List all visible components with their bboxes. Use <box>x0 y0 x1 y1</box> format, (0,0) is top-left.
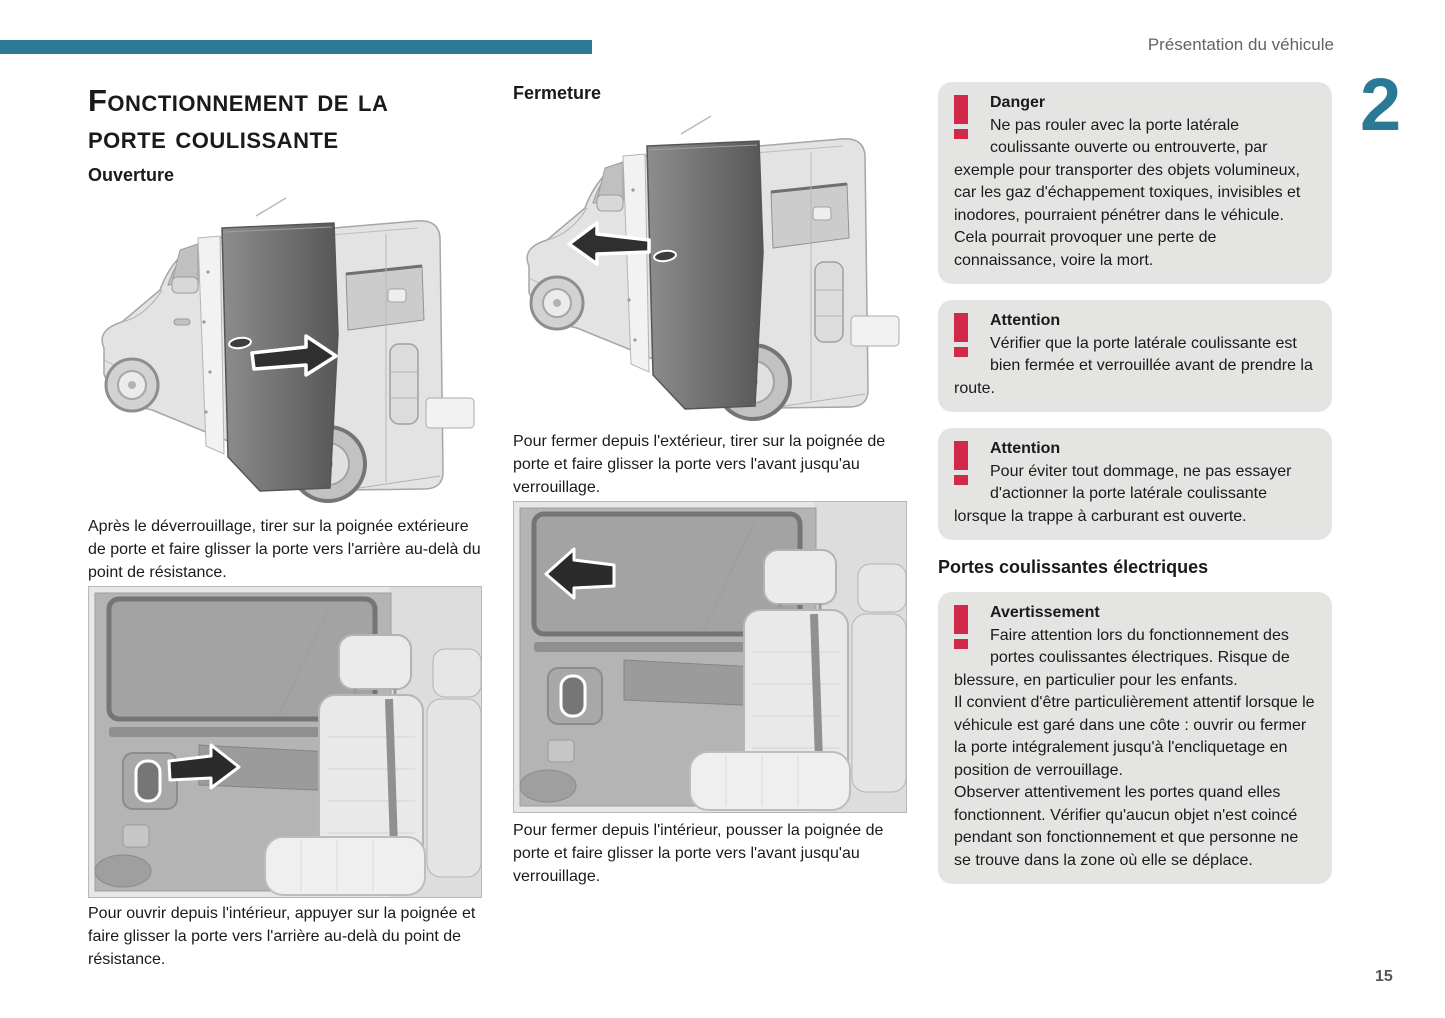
door-speaker <box>94 854 152 888</box>
side-mirror <box>596 194 624 212</box>
front-door-handle <box>173 318 191 326</box>
subsection-heading-portes-electriques: Portes coulissantes électriques <box>938 557 1209 577</box>
exclamation-icon <box>954 605 976 651</box>
page-title: Fonctionnement de la porte coulissante <box>88 83 389 155</box>
header-accent-bar <box>0 40 592 54</box>
warning-title: Attention <box>990 312 1061 329</box>
avertissement-box: Avertissement Faire attention lors du fo… <box>938 592 1332 884</box>
warning-title: Danger <box>990 94 1046 111</box>
exclamation-icon <box>954 441 976 487</box>
subsection-heading-fermeture: Fermeture <box>513 83 602 103</box>
arrow-to-front-icon <box>544 547 616 600</box>
sliding-door-panel <box>646 140 764 410</box>
warning-text: Vérifier que la porte latérale coulissan… <box>954 334 1313 397</box>
tail-light <box>389 343 419 425</box>
instruction-paragraph: Pour fermer depuis l'intérieur, pousser … <box>513 822 884 885</box>
sliding-door-handle <box>653 249 677 263</box>
attention-box-2: Attention Pour éviter tout dommage, ne p… <box>938 428 1332 540</box>
middle-column: Fermeture <box>513 82 907 888</box>
exclamation-icon <box>954 313 976 359</box>
seat-cushion <box>264 836 426 896</box>
warning-title: Attention <box>990 440 1061 457</box>
door-interior-opening-illustration <box>88 586 482 898</box>
seat-headrest <box>763 549 837 605</box>
van-exterior-closing-illustration <box>513 110 905 425</box>
warning-text: Ne pas rouler avec la porte latérale cou… <box>954 116 1301 269</box>
antenna-line <box>680 115 712 135</box>
sliding-door-handle <box>228 336 252 350</box>
van-exterior-opening-illustration <box>88 192 480 507</box>
side-mirror <box>171 276 199 294</box>
seat-cushion <box>689 751 851 811</box>
exclamation-icon <box>954 95 976 141</box>
warning-text: Faire attention lors du fonctionnement d… <box>954 626 1315 869</box>
page-number: 15 <box>1375 968 1393 985</box>
right-column: Danger Ne pas rouler avec la porte latér… <box>938 82 1332 900</box>
danger-box: Danger Ne pas rouler avec la porte latér… <box>938 82 1332 284</box>
seat-headrest <box>338 634 412 690</box>
attention-box-1: Attention Vérifier que la porte latérale… <box>938 300 1332 412</box>
section-header: Présentation du véhicule <box>1147 35 1334 54</box>
left-column: Fonctionnement de la porte coulissante O… <box>88 82 482 971</box>
license-plate-recess <box>425 397 475 429</box>
interior-door-handle <box>559 674 587 718</box>
arrow-to-front-icon <box>567 221 651 266</box>
warning-text: Pour éviter tout dommage, ne pas essayer… <box>954 462 1292 525</box>
arrow-to-rear-icon <box>167 743 241 790</box>
subsection-heading-ouverture: Ouverture <box>88 165 175 185</box>
instruction-paragraph: Pour ouvrir depuis l'intérieur, appuyer … <box>88 905 476 968</box>
rear-quarter-window <box>770 183 850 249</box>
antenna-line <box>255 197 287 217</box>
door-speaker <box>519 769 577 803</box>
warning-title: Avertissement <box>990 604 1100 621</box>
chapter-tab-number: 2 <box>1360 63 1402 146</box>
door-interior-closing-illustration <box>513 501 907 813</box>
tail-light <box>814 261 844 343</box>
b-pillar-track <box>197 235 225 455</box>
b-pillar-track <box>622 153 650 373</box>
window-sill-trim <box>109 727 375 737</box>
interior-door-handle <box>134 759 162 803</box>
instruction-paragraph: Après le déverrouillage, tirer sur la po… <box>88 518 481 581</box>
license-plate-recess <box>850 315 900 347</box>
instruction-paragraph: Pour fermer depuis l'extérieur, tirer su… <box>513 433 886 496</box>
arrow-to-rear-icon <box>250 334 338 377</box>
rear-quarter-window <box>345 265 425 331</box>
window-sill-trim <box>534 642 800 652</box>
